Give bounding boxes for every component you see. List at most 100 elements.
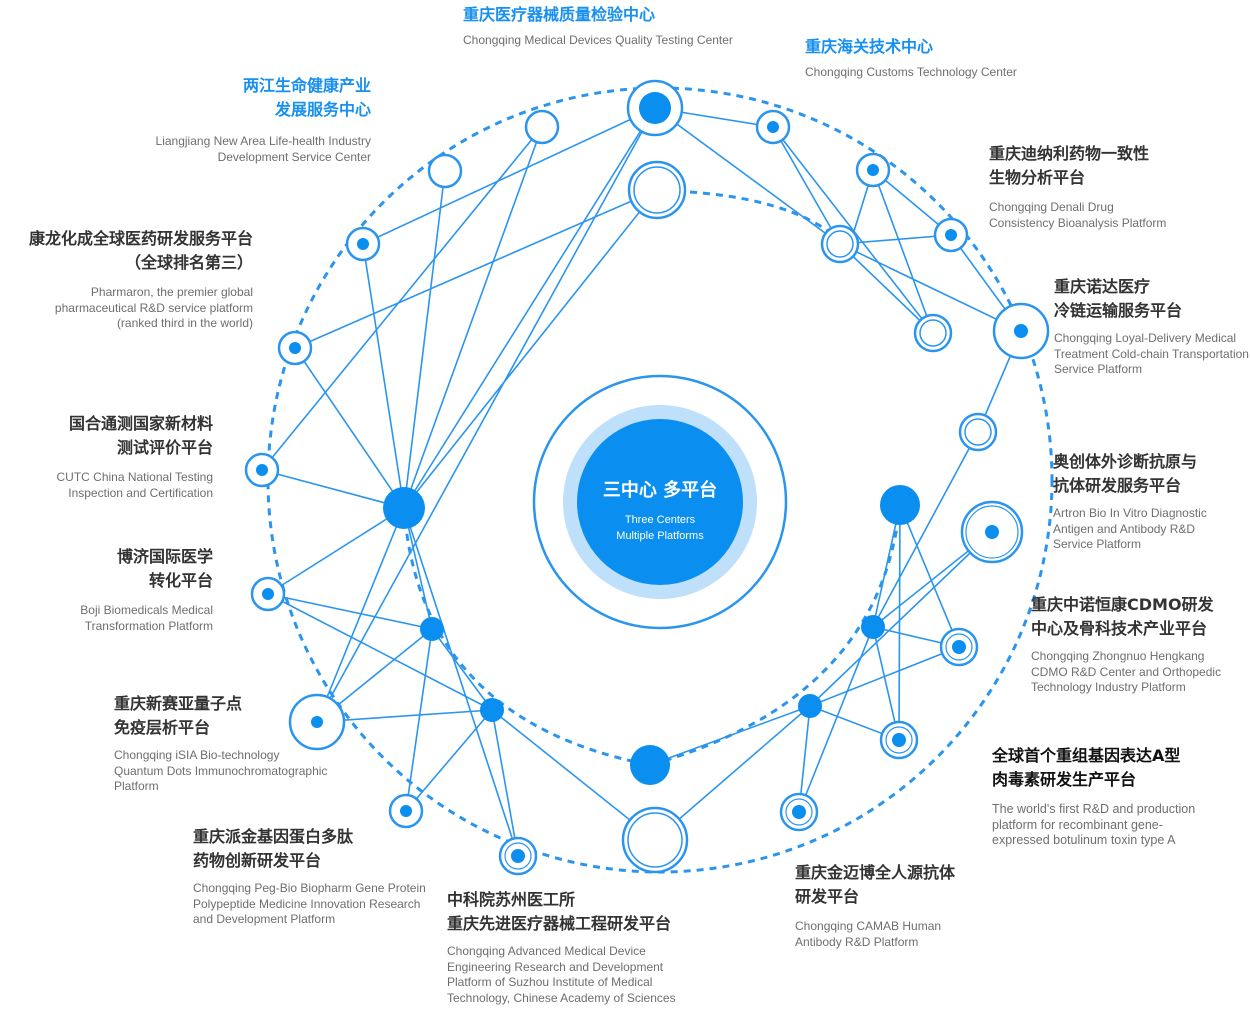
label-denali-cn-1: 重庆迪纳利药物一致性: [989, 144, 1150, 163]
label-quality-en: Chongqing Medical Devices Quality Testin…: [463, 33, 733, 47]
label-pharmaron-cn-2: （全球排名第三）: [124, 253, 253, 272]
label-customs-center: 重庆海关技术中心 Chongqing Customs Technology Ce…: [805, 35, 1017, 81]
label-denali: 重庆迪纳利药物一致性 生物分析平台 Chongqing Denali Drug …: [989, 142, 1166, 231]
label-cutc: 国合通测国家新材料 测试评价平台 CUTC China National Tes…: [20, 412, 213, 501]
label-zhongnuo: 重庆中诺恒康CDMO研发 中心及骨科技术产业平台 Chongqing Zhong…: [1031, 593, 1221, 696]
label-zhongnuo-en-2: CDMO R&D Center and Orthopedic: [1031, 664, 1222, 679]
label-quality-cn: 重庆医疗器械质量检验中心: [463, 5, 656, 24]
hub-core: [577, 419, 743, 585]
label-boji-en-1: Boji Biomedicals Medical: [80, 603, 213, 617]
label-suzhou-cn-2: 重庆先进医疗器械工程研发平台: [447, 914, 672, 933]
label-botulinum-cn-1: 全球首个重组基因表达A型: [992, 746, 1181, 765]
label-suzhou-cn-1: 中科院苏州医工所: [447, 890, 576, 909]
label-artron-en: Artron Bio In Vitro Diagnostic Antigen a…: [1053, 506, 1207, 553]
label-zhongnuo-cn-2: 中心及骨科技术产业平台: [1031, 619, 1208, 638]
label-pharmaron-cn-1: 康龙化成全球医药研发服务平台: [28, 229, 253, 248]
label-boji-en-2: Transformation Platform: [84, 618, 213, 633]
hollow-nodes: [427, 109, 998, 874]
label-denali-en-1: Chongqing Denali Drug: [989, 200, 1114, 214]
label-cutc-cn-1: 国合通测国家新材料: [68, 414, 213, 433]
label-nuoda-en-3: Service Platform: [1054, 362, 1143, 376]
label-botulinum-en-1: The world's first R&D and production: [992, 802, 1196, 816]
label-zhongnuo-en-1: Chongqing Zhongnuo Hengkang: [1031, 649, 1205, 663]
label-artron-cn-2: 抗体研发服务平台: [1053, 476, 1182, 495]
label-cutc-en-2: Inspection and Certification: [68, 485, 213, 500]
label-isia-cn-2: 免疫层析平台: [114, 718, 211, 737]
dashed-arc-top: [689, 190, 847, 247]
label-liangjiang-cn-1: 两江生命健康产业: [242, 76, 371, 95]
label-nuoda-cn-1: 重庆诺达医疗: [1054, 277, 1151, 296]
label-camab-en-1: Chongqing CAMAB Human: [795, 919, 942, 933]
label-pegbio-cn-2: 药物创新研发平台: [193, 851, 322, 870]
label-boji: 博济国际医学 转化平台 Boji Biomedicals Medical Tra…: [40, 545, 213, 634]
label-pegbio-en-3: and Development Platform: [193, 912, 336, 926]
label-nuoda-en-1: Chongqing Loyal-Delivery Medical: [1054, 331, 1237, 345]
label-camab-cn-2: 研发平台: [795, 887, 860, 906]
label-customs-en: Chongqing Customs Technology Center: [805, 65, 1017, 79]
label-artron: 奥创体外诊断抗原与 抗体研发服务平台 Artron Bio In Vitro D…: [1053, 450, 1207, 553]
label-pegbio-en-1: Chongqing Peg-Bio Biopharm Gene Protein: [193, 881, 426, 895]
label-suzhou-en-3: Platform of Suzhou Institute of Medical: [447, 975, 653, 989]
label-artron-en-1: Artron Bio In Vitro Diagnostic: [1053, 506, 1207, 520]
label-liangjiang-en: Liangjiang New Area Life-health Industry…: [100, 134, 371, 165]
label-botulinum: 全球首个重组基因表达A型 肉毒素研发生产平台 The world's first…: [992, 744, 1195, 849]
label-pharmaron: 康龙化成全球医药研发服务平台 （全球排名第三） Pharmaron, the p…: [0, 227, 253, 332]
label-denali-cn-2: 生物分析平台: [989, 168, 1086, 187]
solid-nodes: [383, 485, 920, 785]
label-botulinum-en: The world's first R&D and production pla…: [992, 802, 1195, 849]
label-artron-en-3: Service Platform: [1053, 537, 1142, 551]
label-nuoda-en-2: Treatment Cold-chain Transportation: [1054, 346, 1249, 361]
hub-subtitle-line-1: Three Centers: [624, 514, 696, 526]
label-isia-en: Chongqing iSIA Bio-technology Quantum Do…: [114, 748, 327, 795]
label-botulinum-en-3: expressed botulinum toxin type A: [992, 833, 1176, 847]
label-pharmaron-en: Pharmaron, the premier global pharmaceut…: [0, 285, 253, 332]
label-liangjiang-en-2: Development Service Center: [217, 149, 371, 164]
label-artron-en-2: Antigen and Antibody R&D: [1053, 521, 1196, 536]
label-nuoda: 重庆诺达医疗 冷链运输服务平台 Chongqing Loyal-Delivery…: [1054, 275, 1249, 378]
label-suzhou: 中科院苏州医工所 重庆先进医疗器械工程研发平台 Chongqing Advanc…: [447, 888, 676, 1006]
label-cutc-en: CUTC China National Testing Inspection a…: [20, 470, 213, 501]
label-artron-cn-1: 奥创体外诊断抗原与: [1053, 452, 1198, 471]
label-nuoda-en: Chongqing Loyal-Delivery Medical Treatme…: [1054, 331, 1249, 378]
label-liangjiang-cn-2: 发展服务中心: [274, 100, 371, 119]
label-pegbio-cn-1: 重庆派金基因蛋白多肽: [193, 827, 354, 846]
hub-title: 三中心 多平台: [602, 480, 718, 501]
label-boji-cn-2: 转化平台: [148, 571, 213, 590]
label-suzhou-en-1: Chongqing Advanced Medical Device: [447, 944, 646, 958]
label-nuoda-cn-2: 冷链运输服务平台: [1054, 301, 1183, 320]
label-boji-cn-1: 博济国际医学: [116, 547, 213, 566]
label-zhongnuo-cn-1: 重庆中诺恒康CDMO研发: [1031, 595, 1214, 614]
hub-subtitle-line-2: Multiple Platforms: [616, 530, 704, 542]
label-suzhou-en-4: Technology, Chinese Academy of Sciences: [447, 990, 676, 1005]
label-camab-en: Chongqing CAMAB Human Antibody R&D Platf…: [795, 919, 955, 950]
label-zhongnuo-en-3: Technology Industry Platform: [1031, 680, 1186, 694]
dashed-arc-left: [402, 507, 651, 767]
label-isia: 重庆新赛亚量子点 免疫层析平台 Chongqing iSIA Bio-techn…: [114, 692, 327, 795]
label-customs-cn: 重庆海关技术中心: [805, 37, 934, 56]
label-pegbio-en-2: Polypeptide Medicine Innovation Research: [193, 896, 421, 911]
label-liangjiang-en-1: Liangjiang New Area Life-health Industry: [155, 134, 371, 148]
label-pharmaron-en-1: Pharmaron, the premier global: [90, 285, 253, 299]
label-isia-en-1: Chongqing iSIA Bio-technology: [114, 748, 280, 762]
label-camab-cn-1: 重庆金迈博全人源抗体: [795, 863, 956, 882]
label-cutc-en-1: CUTC China National Testing: [56, 470, 213, 484]
label-pegbio-en: Chongqing Peg-Bio Biopharm Gene Protein …: [193, 881, 426, 928]
connection-lines: [261, 107, 1022, 857]
dot-nodes: [244, 79, 1050, 876]
label-suzhou-en: Chongqing Advanced Medical Device Engine…: [447, 944, 676, 1006]
hub-subtitle: Three Centers Multiple Platforms: [560, 512, 760, 544]
label-pharmaron-en-2: pharmaceutical R&D service platform: [54, 300, 253, 315]
label-pegbio: 重庆派金基因蛋白多肽 药物创新研发平台 Chongqing Peg-Bio Bi…: [193, 825, 426, 928]
label-botulinum-en-2: platform for recombinant gene-: [992, 817, 1163, 832]
label-boji-en: Boji Biomedicals Medical Transformation …: [40, 603, 213, 634]
label-denali-en-2: Consistency Bioanalysis Platform: [989, 215, 1167, 230]
label-quality-center: 重庆医疗器械质量检验中心 Chongqing Medical Devices Q…: [463, 3, 733, 49]
label-camab: 重庆金迈博全人源抗体 研发平台 Chongqing CAMAB Human An…: [795, 861, 955, 950]
label-camab-en-2: Antibody R&D Platform: [795, 934, 919, 949]
label-liangjiang: 两江生命健康产业 发展服务中心 Liangjiang New Area Life…: [100, 74, 371, 165]
label-denali-en: Chongqing Denali Drug Consistency Bioana…: [989, 200, 1166, 231]
label-cutc-cn-2: 测试评价平台: [116, 438, 213, 457]
label-suzhou-en-2: Engineering Research and Development: [447, 959, 664, 974]
label-isia-en-3: Platform: [114, 779, 159, 793]
